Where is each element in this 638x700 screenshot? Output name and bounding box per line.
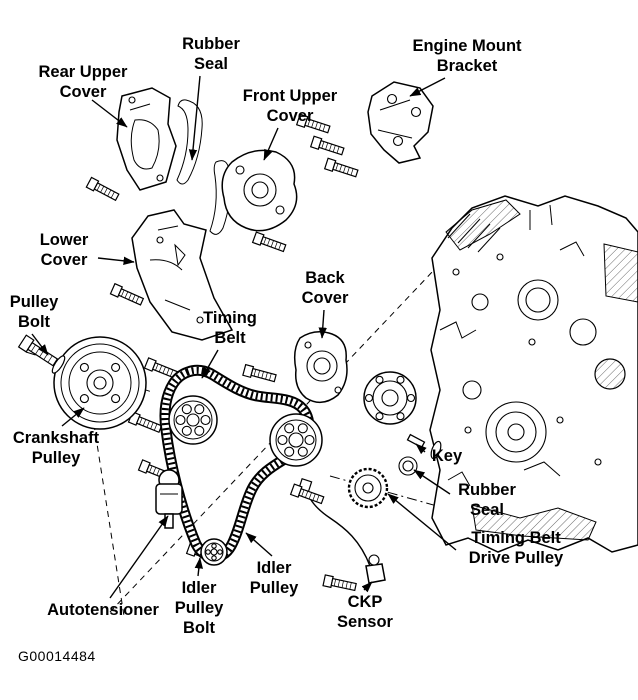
timing-belt-drive-pulley-art — [347, 467, 389, 509]
label-autotensioner: Autotensioner — [47, 601, 159, 619]
lower-cover-art — [131, 209, 234, 341]
label-rear-upper-cover: Rear Upper Cover — [38, 63, 128, 102]
leader-timing-belt-drive-pulley — [387, 493, 457, 551]
bolt — [295, 113, 331, 134]
bolt — [242, 363, 277, 383]
label-idler-pulley-bolt: Idler Pulley Bolt — [174, 579, 224, 638]
bolt — [322, 574, 357, 592]
bolt — [289, 483, 325, 505]
leader-rear-upper-cover — [91, 99, 128, 128]
idler-pulley-2-art — [269, 413, 323, 467]
engine-mount-bracket-art — [367, 81, 434, 164]
leader-ckp-sensor — [361, 581, 373, 593]
figure-id: G00014484 — [18, 648, 96, 664]
label-key: Key — [431, 447, 463, 465]
label-lower-cover: Lower Cover — [39, 231, 89, 270]
idler-pulley-small-art — [200, 538, 228, 566]
leader-front-upper-cover — [263, 127, 279, 161]
leader-rubber-seal-right — [413, 469, 451, 495]
leader-key — [415, 443, 427, 455]
water-pump-art — [363, 371, 417, 425]
leader-lower-cover — [97, 256, 135, 266]
rubber-seal-top-art — [176, 99, 203, 185]
label-ckp-sensor: CKP Sensor — [337, 593, 393, 632]
pulley-bolt-art — [17, 334, 66, 374]
label-rubber-seal-top: Rubber Seal — [182, 35, 240, 74]
idler-pulley-1-art — [168, 395, 218, 445]
rear-upper-cover-art — [116, 87, 177, 191]
bolt — [309, 135, 345, 156]
bolt — [109, 282, 145, 306]
label-timing-belt-drive-pulley: Timing Belt Drive Pulley — [468, 529, 564, 568]
label-pulley-bolt: Pulley Bolt — [9, 293, 59, 332]
label-crankshaft-pulley: Crankshaft Pulley — [12, 429, 100, 468]
bolt — [251, 231, 287, 253]
leader-lines — [31, 75, 457, 599]
leader-idler-pulley — [245, 532, 273, 557]
front-upper-cover-art — [209, 149, 298, 235]
label-back-cover: Back Cover — [301, 269, 349, 308]
autotensioner-art — [155, 469, 183, 529]
leader-crankshaft-pulley — [61, 407, 85, 427]
back-cover-art — [293, 331, 348, 404]
leader-back-cover — [318, 309, 327, 339]
leader-autotensioner — [109, 515, 169, 599]
leader-pulley-bolt — [31, 333, 49, 356]
leader-idler-pulley-bolt — [194, 557, 204, 577]
bolt — [85, 176, 120, 202]
rubber-seal-right-art — [398, 440, 442, 476]
crankshaft-pulley-art — [53, 336, 147, 430]
key-art — [406, 433, 426, 449]
label-rubber-seal-right: Rubber Seal — [458, 481, 516, 520]
bolt — [323, 157, 359, 178]
timing-belt-art — [159, 364, 315, 563]
label-timing-belt: Timing Belt — [203, 309, 257, 348]
engine-block-art — [429, 195, 638, 553]
label-idler-pulley: Idler Pulley — [249, 559, 299, 598]
label-engine-mount-bracket: Engine Mount Bracket — [412, 37, 522, 76]
leader-timing-belt — [201, 349, 219, 379]
label-front-upper-cover: Front Upper Cover — [242, 87, 338, 126]
leader-engine-mount-bracket — [409, 77, 446, 97]
leader-rubber-seal-top — [188, 75, 201, 161]
